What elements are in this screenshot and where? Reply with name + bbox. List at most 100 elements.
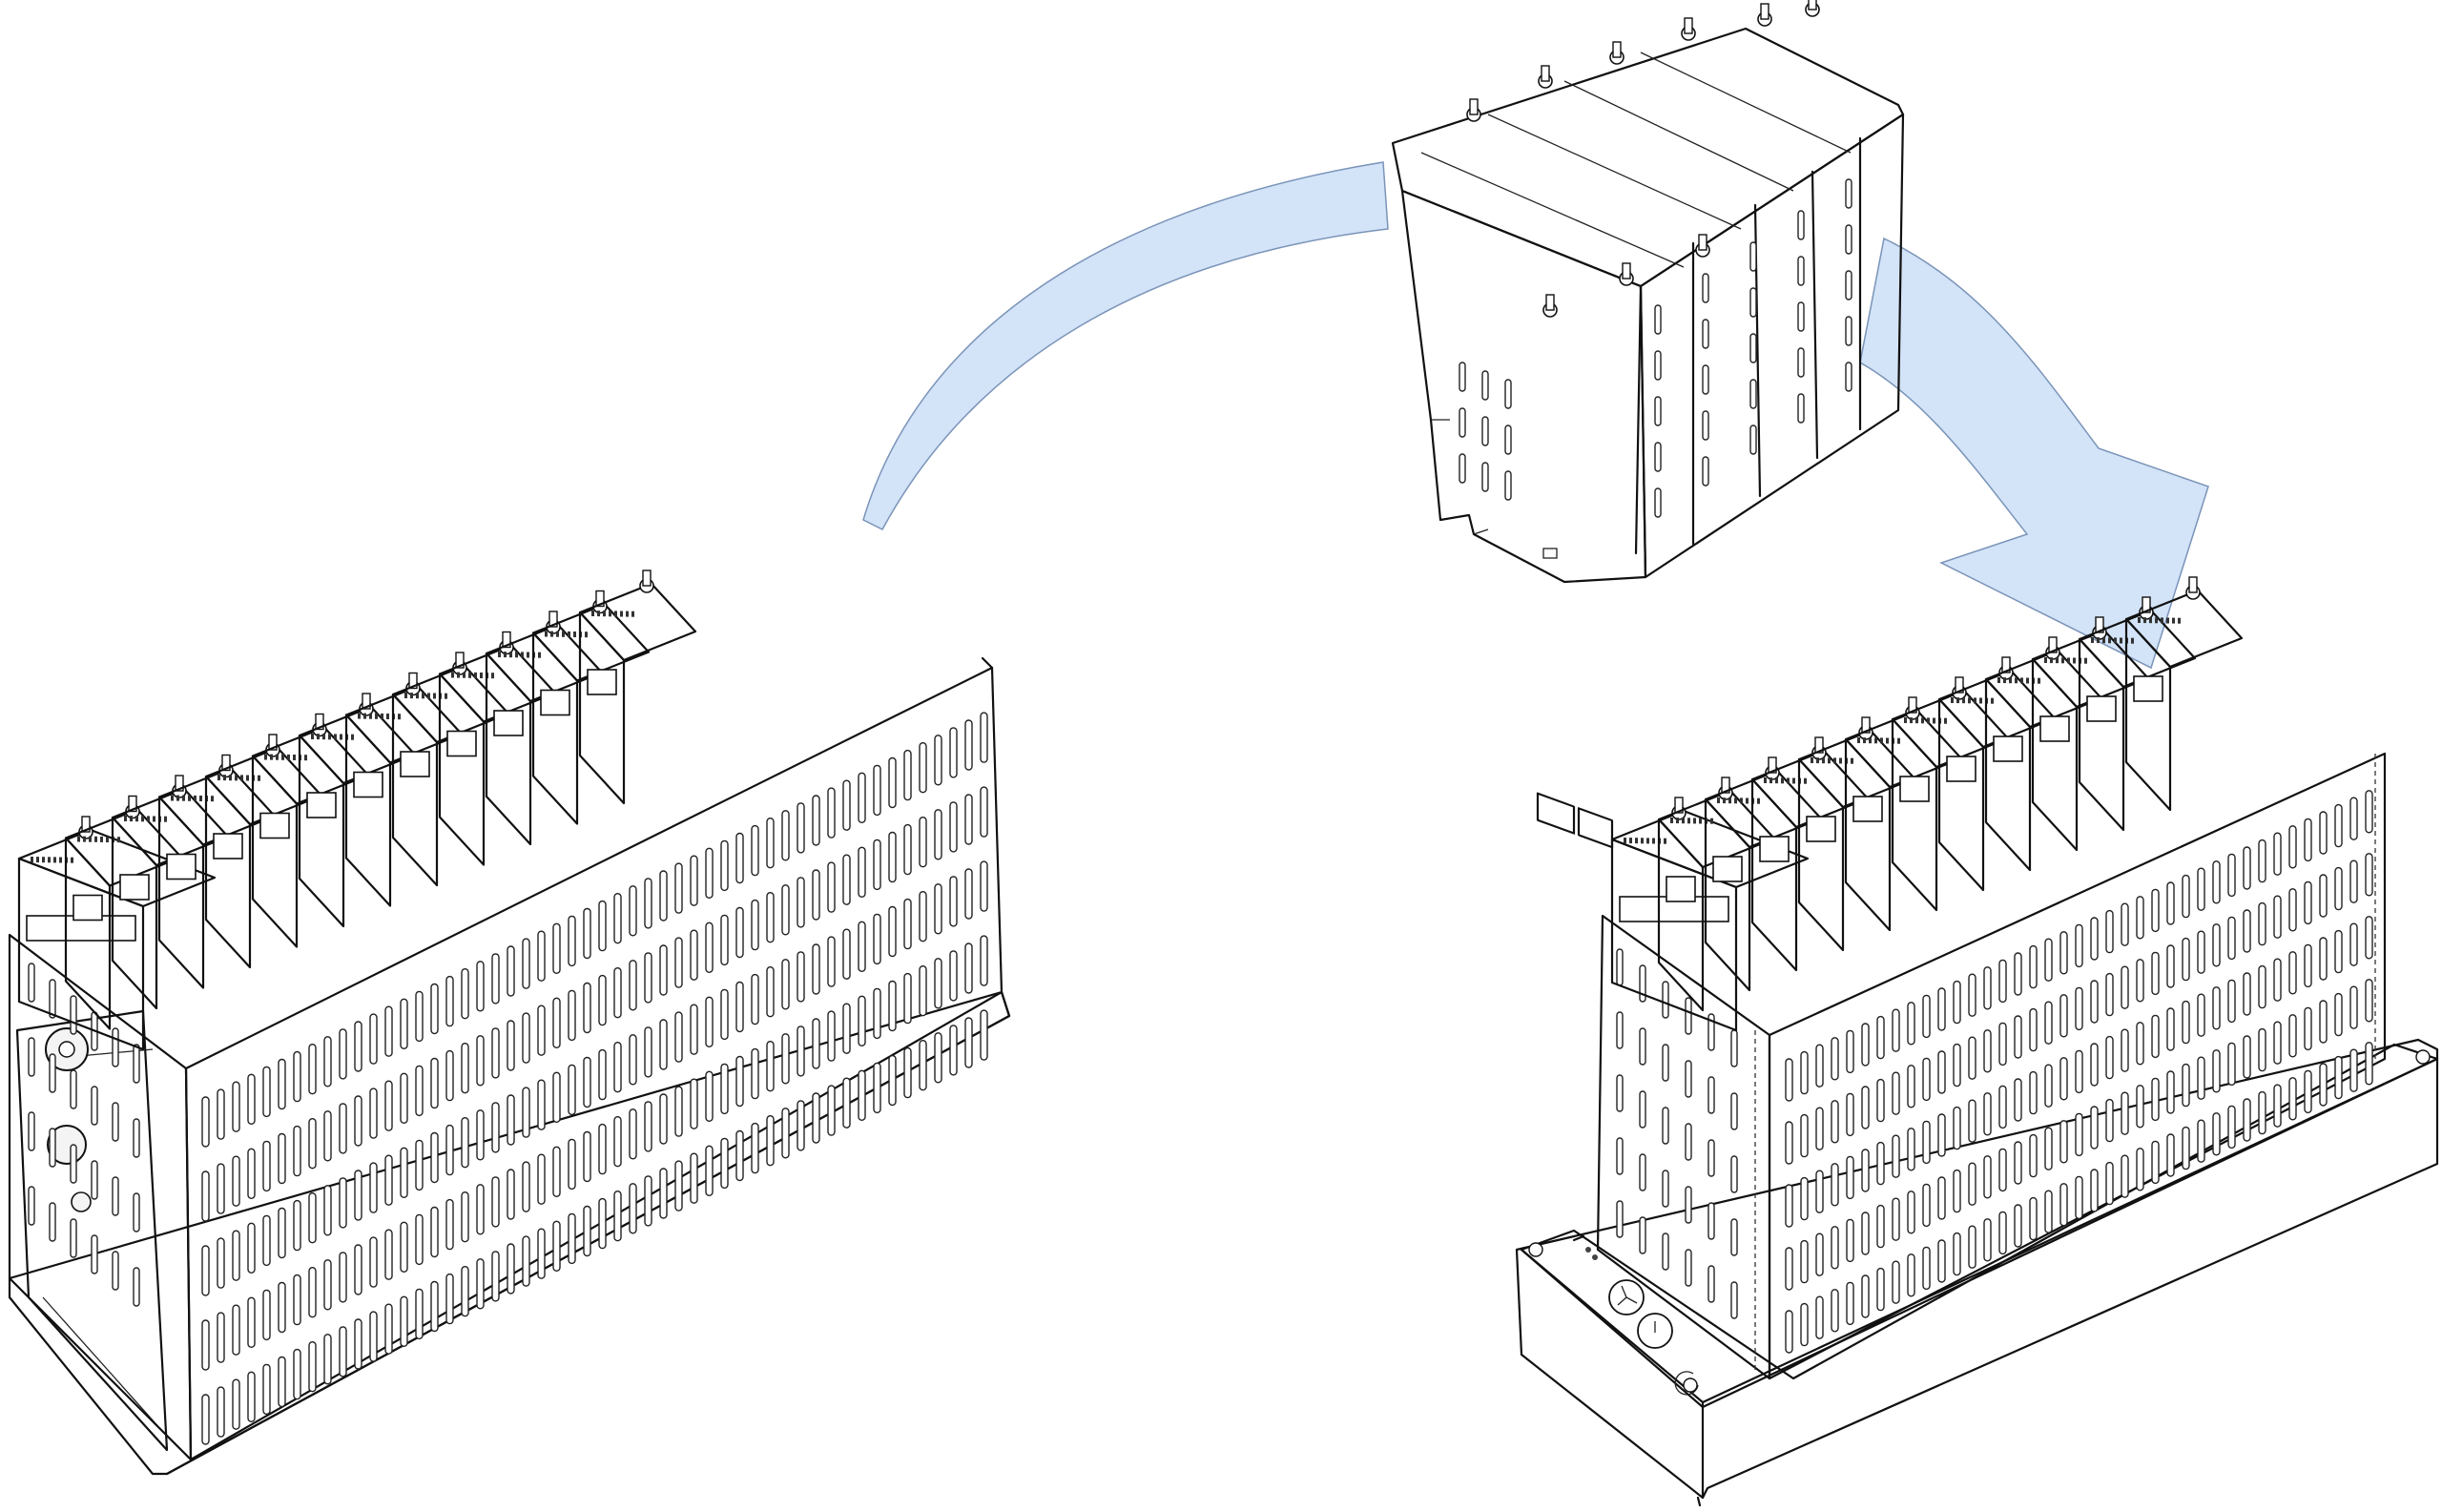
vent-slot: [659, 1019, 668, 1070]
vent-slot: [1749, 287, 1757, 318]
left-rack-side-panel: [8, 933, 193, 1461]
vent-slot: [1968, 1036, 1976, 1080]
vent-slot: [1654, 350, 1662, 381]
left-rack-module[interactable]: [578, 570, 697, 805]
module-connector: [1993, 735, 2023, 762]
vent-slot: [827, 1085, 836, 1136]
vent-slot: [2258, 901, 2266, 946]
vent-slot: [1953, 1106, 1961, 1150]
vent-slot: [339, 1177, 347, 1229]
vent-slot: [1504, 379, 1512, 409]
arrow-insert-curve: [1859, 237, 2209, 670]
vent-slot: [415, 1065, 424, 1117]
vent-slot: [2288, 825, 2297, 869]
vent-slot: [28, 1111, 35, 1151]
module-connector: [1712, 856, 1743, 882]
vent-slot: [522, 1235, 530, 1287]
terminal-pin: [1746, 797, 1749, 804]
vent-slot: [919, 891, 927, 942]
vent-slot: [613, 1041, 622, 1093]
vent-slot: [91, 1086, 98, 1126]
vent-slot: [2121, 965, 2129, 1009]
vent-slot: [903, 749, 912, 801]
terminal-pin: [1693, 818, 1696, 824]
module-connector: [587, 669, 617, 695]
vent-slot: [1907, 1128, 1915, 1171]
vent-slot: [888, 1054, 897, 1107]
vent-slot: [70, 1218, 77, 1258]
vent-slot: [2044, 1001, 2053, 1045]
vent-slot: [522, 938, 530, 989]
removed-group-vent-slots: [1459, 178, 1852, 518]
vent-slot: [2059, 1057, 2068, 1101]
left-rack-module[interactable]: [17, 816, 217, 1051]
vent-slot: [2166, 1007, 2175, 1051]
vent-slot: [552, 1146, 561, 1198]
vent-slot: [323, 1110, 332, 1162]
terminal-pin: [2020, 677, 2023, 684]
terminal-pin: [474, 672, 477, 678]
vent-slot: [1983, 966, 1992, 1010]
terminal-pin: [363, 713, 366, 719]
vent-slot: [1876, 1204, 1885, 1249]
terminal-pin: [626, 611, 629, 617]
right-rack-module[interactable]: [2124, 576, 2244, 812]
vent-slot: [613, 1190, 622, 1242]
left-rack-module[interactable]: [438, 631, 557, 866]
vent-slot: [1785, 1247, 1793, 1291]
vent-slot: [629, 885, 637, 937]
vent-slot: [598, 1197, 607, 1250]
terminal-pin: [194, 795, 197, 801]
right-rack: [1515, 576, 2439, 1507]
vent-slot: [1845, 224, 1852, 255]
vent-slot: [659, 870, 668, 922]
terminal-pin: [106, 837, 109, 842]
terminal-pin: [1857, 737, 1860, 743]
vent-slot: [2044, 1190, 2053, 1233]
vent-slot: [766, 1114, 775, 1167]
vent-slot: [659, 1168, 668, 1219]
terminal-pin: [2161, 617, 2163, 624]
left-rack-module[interactable]: [251, 713, 370, 948]
vent-slot: [2273, 895, 2282, 939]
module-connector: [119, 874, 150, 901]
vent-slot: [797, 1100, 805, 1151]
vent-slot: [2212, 860, 2221, 904]
vent-slot: [613, 967, 622, 1019]
vent-slot: [1459, 453, 1466, 484]
vent-slot: [2044, 1064, 2053, 1108]
vent-slot: [49, 979, 56, 1019]
terminal-pin: [504, 652, 507, 658]
vent-slot: [964, 719, 973, 771]
terminal-pin: [117, 837, 120, 843]
vent-slot: [476, 1109, 485, 1161]
terminal-pin: [235, 775, 238, 781]
terminal-pin: [1944, 717, 1947, 724]
vent-slot: [2075, 1175, 2083, 1220]
vent-slot: [2334, 866, 2343, 911]
vent-slot: [2365, 853, 2373, 897]
vent-slot: [1922, 994, 1931, 1039]
terminal-pin: [410, 693, 413, 699]
vent-slot: [2365, 979, 2373, 1023]
vent-slot: [1937, 1176, 1946, 1220]
terminal-pin: [124, 816, 127, 821]
vent-slot: [2349, 860, 2358, 903]
terminal-pin: [1897, 737, 1900, 744]
terminal-pin: [141, 816, 144, 822]
vent-slot: [354, 1244, 362, 1295]
vent-slot: [964, 868, 973, 920]
left-rack-modules: [17, 570, 697, 1051]
terminal-pin: [217, 775, 220, 780]
terminal-pin: [2003, 677, 2006, 684]
module-connector: [213, 833, 243, 860]
vent-slot: [354, 1095, 362, 1147]
vent-slot: [2227, 1105, 2236, 1150]
terminal-pin: [100, 836, 103, 842]
vent-slot: [690, 1078, 698, 1129]
vent-slot: [461, 1191, 469, 1243]
vent-slot: [1968, 973, 1976, 1017]
terminal-pin: [2166, 617, 2169, 624]
vent-slot: [842, 779, 851, 831]
vent-slot: [49, 1202, 56, 1242]
